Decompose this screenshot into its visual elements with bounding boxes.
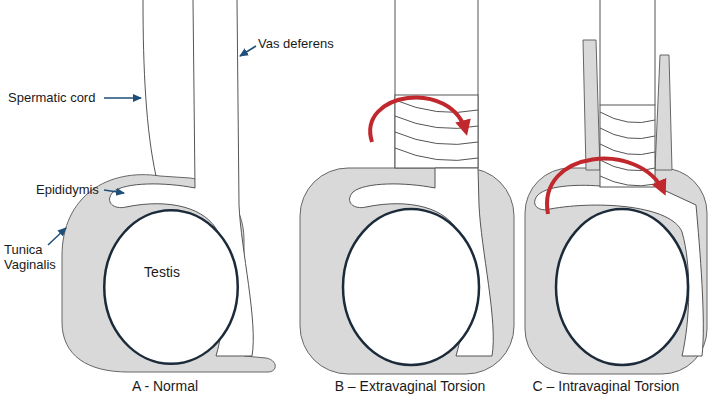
panel-caption: A - Normal [45,378,285,394]
part-label: Spermatic cord [8,90,108,105]
twist-stripes [600,112,655,186]
leader-arrow [48,228,66,245]
testis-outline [343,209,479,365]
testis-outline [103,209,239,365]
part-label: Epididymis [36,182,116,197]
rotation-arrow [547,159,664,214]
leader-arrow [240,46,256,56]
leader-arrow [104,190,124,193]
tunica-vaginalis [525,168,707,374]
spermatic-cord-line [143,0,156,176]
twisted-cord [600,105,655,187]
rotation-arrow [370,97,466,142]
part-label: Vas deferens [258,36,358,51]
spermatic-cord-line [395,0,478,168]
tunica-vaginalis [300,168,514,374]
testis-outline [556,209,688,365]
panel-caption: C – Intravaginal Torsion [500,378,712,394]
part-label: Tunica Vaginalis [4,242,64,272]
testis-node: Testis [103,209,239,365]
node-label: Testis [144,264,180,280]
spermatic-cord-line [600,0,655,105]
testis-ellipse [104,210,238,364]
leader-arrow [104,97,141,99]
panel-caption: B – Extravaginal Torsion [290,378,530,394]
